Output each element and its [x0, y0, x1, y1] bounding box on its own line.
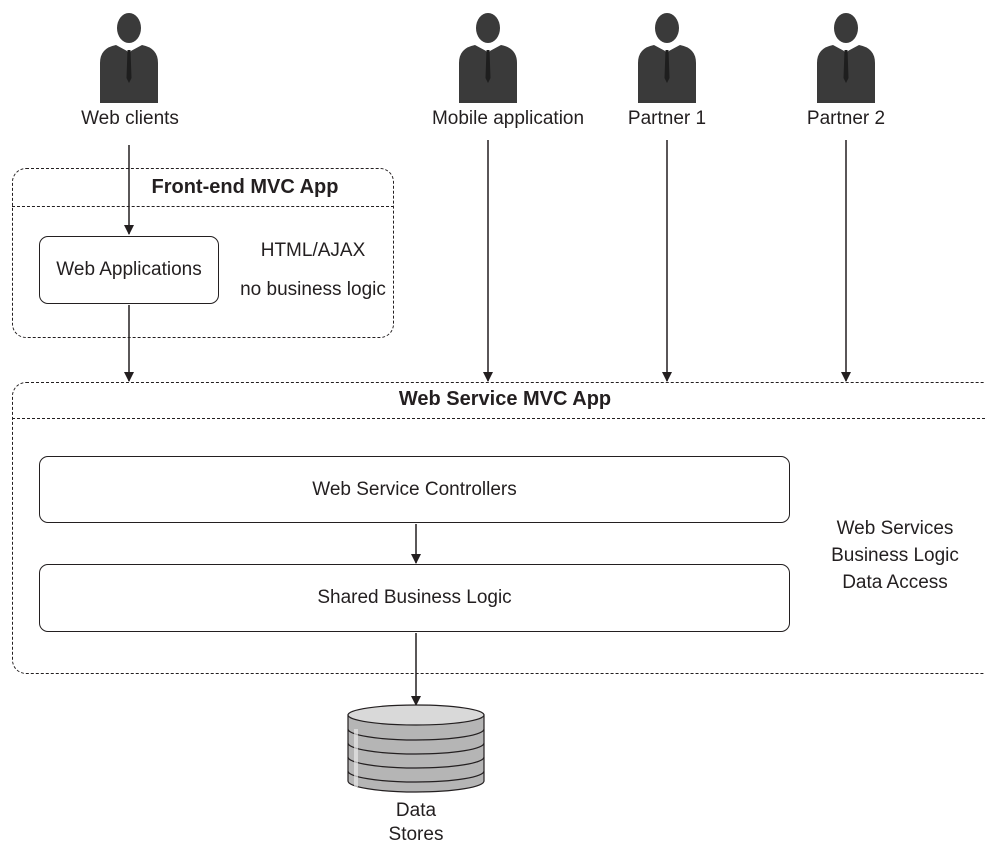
mobile-application-label: Mobile application — [431, 108, 585, 129]
no-business-logic-note: no business logic — [240, 279, 386, 300]
shared-business-logic-label: Shared Business Logic — [317, 587, 512, 608]
frontend-header-divider — [12, 206, 394, 207]
web-services-note: Web Services — [836, 518, 954, 539]
web-clients-label: Web clients — [81, 108, 179, 129]
mobile-application-person-icon — [459, 13, 517, 103]
business-logic-note: Business Logic — [831, 545, 959, 566]
web-service-header-divider — [12, 418, 985, 419]
frontend-mvc-app-container — [12, 168, 394, 338]
partner-1-label: Partner 1 — [627, 108, 707, 129]
data-stores-label-line1: Data — [395, 800, 437, 821]
web-clients-person-icon — [100, 13, 158, 103]
web-service-controllers-label: Web Service Controllers — [312, 478, 517, 500]
web-service-controllers-box: Web Service Controllers — [39, 456, 790, 523]
partner-2-label: Partner 2 — [806, 108, 886, 129]
html-ajax-note: HTML/AJAX — [260, 240, 366, 261]
data-access-note: Data Access — [842, 572, 948, 593]
frontend-mvc-app-title: Front-end MVC App — [151, 176, 339, 198]
web-applications-label: Web Applications — [56, 259, 202, 280]
web-applications-box: Web Applications — [39, 236, 219, 304]
partner-1-person-icon — [638, 13, 696, 103]
web-service-mvc-app-title: Web Service MVC App — [398, 388, 612, 410]
data-stores-label-line2: Stores — [388, 824, 444, 845]
shared-business-logic-box: Shared Business Logic — [39, 564, 790, 632]
partner-2-person-icon — [817, 13, 875, 103]
database-icon — [347, 704, 485, 793]
web-service-mvc-app-container — [12, 382, 985, 674]
